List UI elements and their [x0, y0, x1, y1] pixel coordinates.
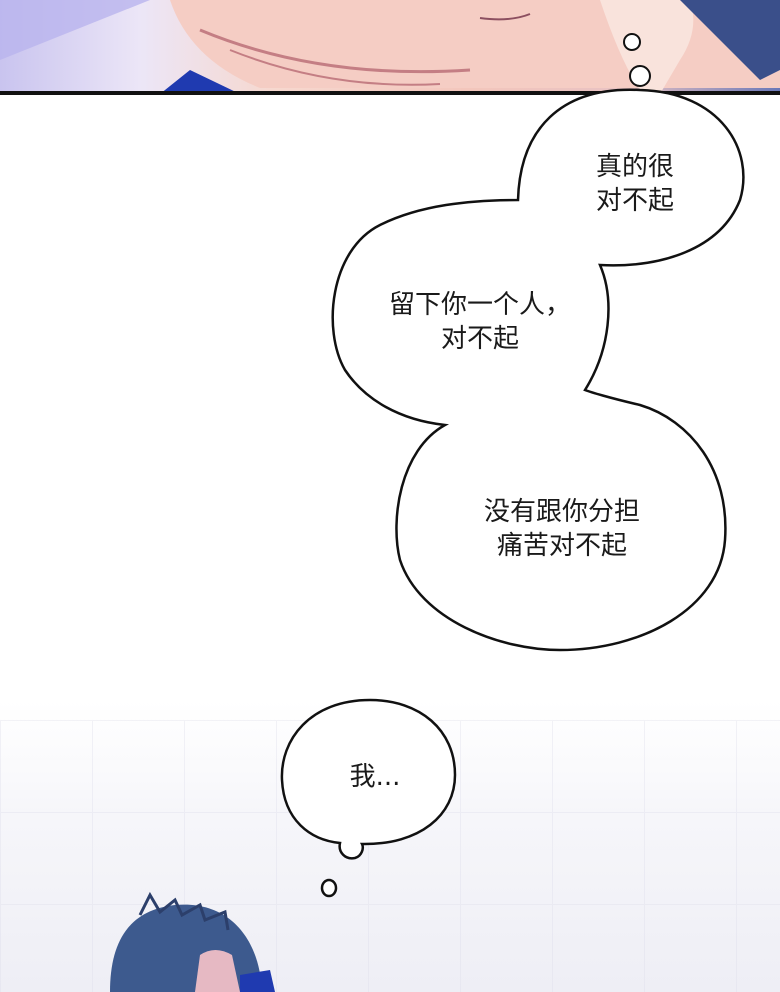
top-comic-panel [0, 0, 780, 94]
bubble-1-line-2: 对不起 [595, 186, 674, 216]
bubble-1-line-1: 真的很 [595, 152, 674, 182]
bubble-4-text: 我... [325, 760, 425, 794]
small-thought-bubble [280, 698, 457, 860]
bubble-3-text: 没有跟你分担 痛苦对不起 [462, 495, 662, 563]
top-panel-art [0, 0, 780, 94]
character-head [110, 891, 275, 992]
bubble-2-line-1: 留下你一个人， [388, 290, 571, 320]
bubble-4-line-1: 我... [349, 762, 401, 792]
thought-cloud-bubble [331, 88, 745, 652]
bubble-1-text: 真的很 对不起 [560, 150, 710, 218]
bubble-2-line-2: 对不起 [440, 324, 519, 354]
bubble-3-line-1: 没有跟你分担 [483, 497, 640, 527]
panel-border [0, 91, 780, 95]
bubble-2-text: 留下你一个人， 对不起 [370, 288, 590, 356]
bubble-3-line-2: 痛苦对不起 [496, 531, 627, 561]
